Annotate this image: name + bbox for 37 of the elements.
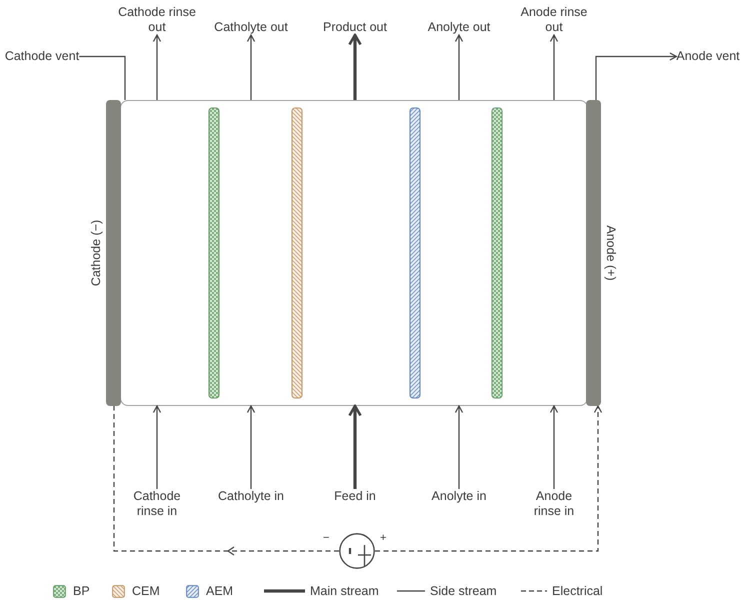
flow-label: Feed in xyxy=(334,489,376,504)
flow-arrow xyxy=(595,52,677,100)
flow-arrow xyxy=(152,405,162,489)
flow-label: Anode rinse in xyxy=(532,489,576,519)
flow-arrow xyxy=(246,405,256,489)
flow-arrow xyxy=(454,405,464,489)
electrode-label: Cathode (−) xyxy=(89,220,104,286)
legend-label: Side stream xyxy=(430,584,497,598)
cell-chamber xyxy=(120,100,588,406)
legend-label: BP xyxy=(73,584,90,598)
electrode-label: Anode (+) xyxy=(603,225,618,281)
flow-label: Anode vent xyxy=(676,49,740,64)
polarity-sign: + xyxy=(380,532,386,545)
flow-arrow xyxy=(246,34,256,100)
flow-label: Catholyte in xyxy=(218,489,284,504)
legend-label: Electrical xyxy=(552,584,603,598)
flow-label: Product out xyxy=(323,20,387,35)
flow-label: Anolyte out xyxy=(428,20,490,35)
flow-arrow xyxy=(550,405,558,489)
legend-label: Main stream xyxy=(310,584,379,598)
flow-arrow xyxy=(550,34,558,100)
dashed-wire xyxy=(113,406,339,556)
flow-label: Cathode vent xyxy=(4,49,80,64)
flow-label: Anode rinse out xyxy=(520,5,588,35)
flow-arrow xyxy=(348,34,362,100)
legend-label: CEM xyxy=(132,584,160,598)
flow-label: Anolyte in xyxy=(432,489,486,504)
flow-arrow xyxy=(454,34,464,100)
flow-label: Catholyte out xyxy=(214,20,288,35)
dashed-wire xyxy=(375,405,602,552)
flow-label: Cathode rinse in xyxy=(132,489,182,519)
pipe-line xyxy=(79,56,126,100)
flow-arrow xyxy=(152,34,162,100)
flow-label: Cathode rinse out xyxy=(117,5,197,35)
polarity-sign: − xyxy=(323,532,330,545)
legend-label: AEM xyxy=(206,584,234,598)
flow-arrow xyxy=(348,404,362,489)
